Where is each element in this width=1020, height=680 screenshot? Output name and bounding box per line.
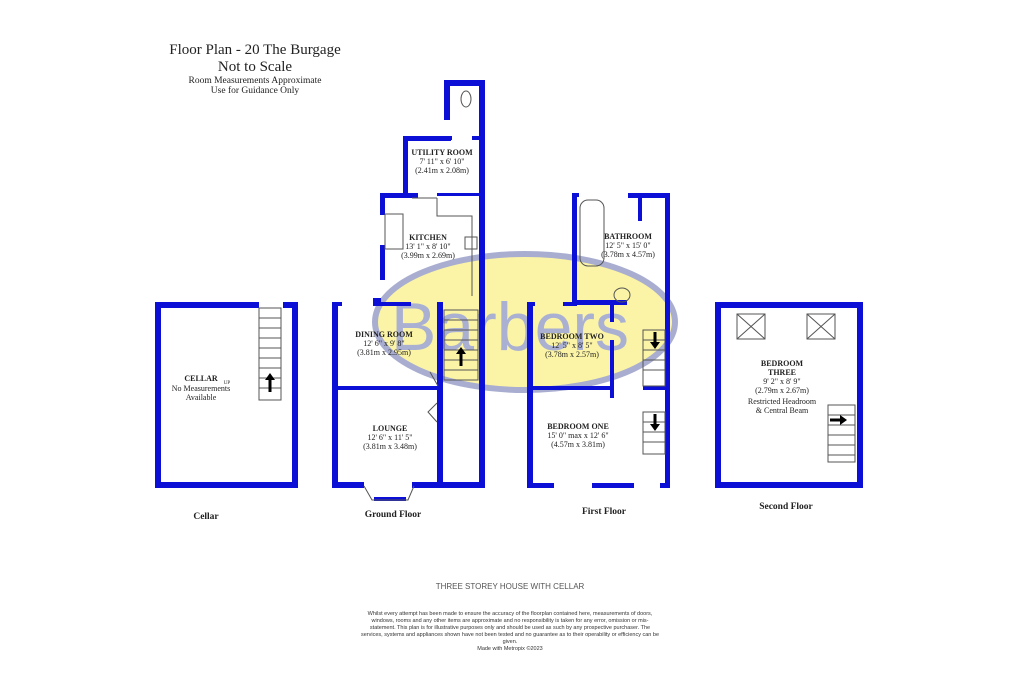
- room-dims: 12' 5" x 15' 0": [605, 241, 650, 250]
- room-name-lounge: LOUNGE: [373, 424, 408, 433]
- room-dims: 12' 6" x 9' 8": [363, 339, 404, 348]
- room-name-utility: UTILITY ROOM: [411, 148, 473, 157]
- room-dims: (3.99m x 2.69m): [401, 251, 455, 260]
- second-floor-stairs: [827, 404, 856, 463]
- room-dims: 12' 5" x 8' 5": [551, 341, 592, 350]
- room-dims: (3.81m x 2.95m): [357, 348, 411, 357]
- disclaimer: Whilst every attempt has been made to en…: [361, 611, 659, 645]
- room-dims: (4.57m x 3.81m): [551, 440, 605, 449]
- room-dims: (2.41m x 2.08m): [415, 166, 469, 175]
- skylight-icon: [736, 313, 766, 340]
- note-approximate: Room Measurements Approximate: [188, 76, 322, 86]
- down-arrow-icon: [650, 424, 660, 431]
- note-guidance: Use for Guidance Only: [210, 86, 300, 96]
- room-note: Restricted Headroom: [748, 397, 817, 406]
- cellar-note: Available: [186, 393, 217, 402]
- metropix-credit: Made with Metropix ©2023: [477, 646, 543, 652]
- room-name-bathroom: BATHROOM: [604, 232, 652, 241]
- up-arrow-icon: [456, 347, 466, 354]
- cellar-plan: UP CELLAR No Measurements Available Cell…: [155, 302, 298, 522]
- header: Floor Plan - 20 The Burgage Not to Scale…: [140, 42, 370, 96]
- floor-label-second: Second Floor: [759, 502, 813, 512]
- footer-caption: THREE STOREY HOUSE WITH CELLAR: [435, 582, 585, 591]
- room-name-dining: DINING ROOM: [355, 330, 413, 339]
- stair-up-label: UP: [224, 381, 231, 386]
- room-note: & Central Beam: [756, 406, 809, 415]
- first-floor-plan: BATHROOM 12' 5" x 15' 0" (3.78m x 4.57m)…: [527, 193, 670, 517]
- skylight-icon: [806, 313, 836, 340]
- barbers-watermark: Barbers: [372, 251, 678, 393]
- room-dims: (2.79m x 2.67m): [755, 386, 809, 395]
- second-floor-plan: BEDROOM THREE 9' 2" x 8' 9" (2.79m x 2.6…: [715, 302, 863, 512]
- floor-label-first: First Floor: [582, 507, 627, 517]
- room-name-bedroom-three: BEDROOM: [761, 359, 804, 368]
- room-dims: (3.78m x 2.57m): [545, 350, 599, 359]
- right-arrow-icon: [840, 415, 847, 425]
- plan-subtitle: Not to Scale: [217, 59, 293, 75]
- room-name-cellar: CELLAR: [184, 374, 218, 383]
- room-dims: 7' 11" x 6' 10": [419, 157, 464, 166]
- room-dims: 13' 1" x 8' 10": [405, 242, 450, 251]
- room-name-bedroom-two: BEDROOM TWO: [540, 332, 604, 341]
- room-name-bedroom-three: THREE: [768, 368, 796, 377]
- cellar-note: No Measurements: [172, 384, 230, 393]
- room-dims: (3.81m x 3.48m): [363, 442, 417, 451]
- room-dims: (3.78m x 4.57m): [601, 250, 655, 259]
- down-arrow-icon: [650, 342, 660, 349]
- room-dims: 12' 6" x 11' 5": [367, 433, 412, 442]
- room-name-bedroom-one: BEDROOM ONE: [547, 422, 609, 431]
- room-dims: 15' 0" max x 12' 6": [547, 431, 608, 440]
- ground-floor-plan: UTILITY ROOM 7' 11" x 6' 10" (2.41m x 2.…: [332, 80, 485, 520]
- floor-label-ground: Ground Floor: [365, 510, 422, 520]
- plan-title: Floor Plan - 20 The Burgage: [169, 42, 341, 58]
- room-name-kitchen: KITCHEN: [409, 233, 447, 242]
- floor-label-cellar: Cellar: [193, 512, 219, 522]
- room-dims: 9' 2" x 8' 9": [763, 377, 800, 386]
